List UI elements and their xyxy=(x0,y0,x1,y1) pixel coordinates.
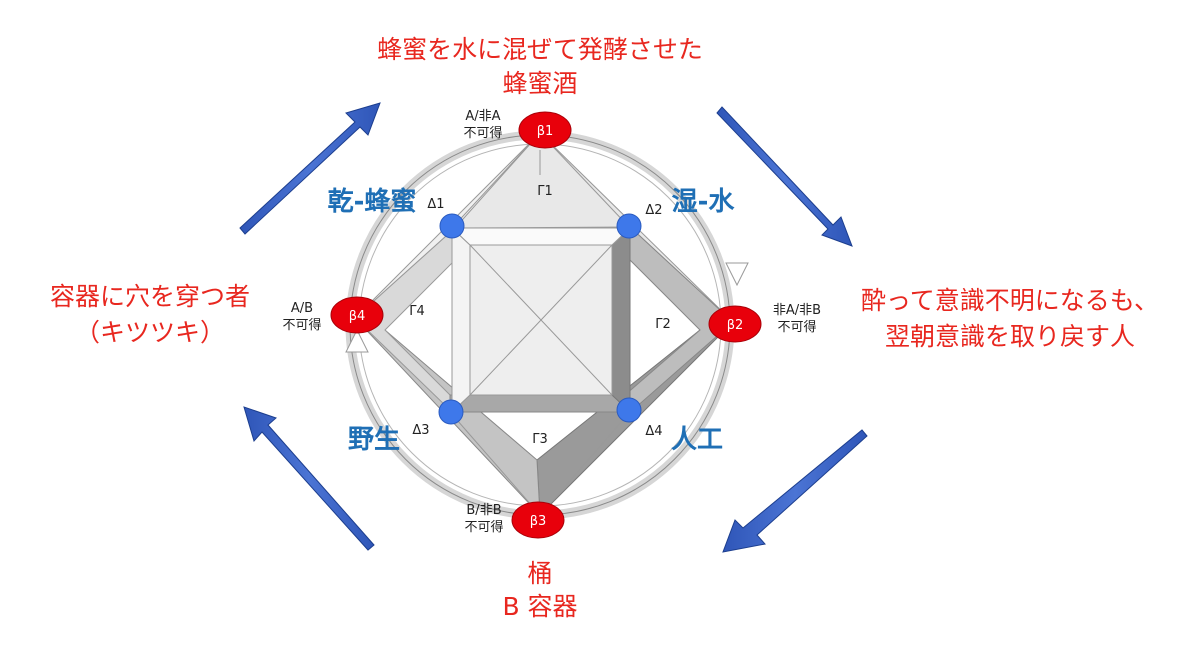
beta1-note-line1: A/非A xyxy=(465,109,500,124)
blue-arrow-bottom-right xyxy=(722,429,868,553)
beta1-label: β1 xyxy=(537,124,554,139)
gamma4-label: Γ4 xyxy=(409,304,425,319)
beta3-node: β3 xyxy=(511,501,565,539)
blue-arrow-bottom-left xyxy=(243,406,375,551)
caption-bottom-line2: B 容器 xyxy=(502,592,577,621)
beta3-note-line2: 不可得 xyxy=(464,519,503,535)
delta3-label: Δ3 xyxy=(412,423,429,438)
delta2-node xyxy=(616,213,642,239)
corner-label-artificial: 人工 xyxy=(671,425,723,455)
delta2-label: Δ2 xyxy=(645,203,662,218)
beta2-node: β2 xyxy=(708,305,762,343)
delta1-label: Δ1 xyxy=(427,197,444,212)
blue-arrow-top-right xyxy=(716,106,853,247)
caption-left-line2: （キツツキ） xyxy=(75,318,225,347)
beta3-note-line1: B/非B xyxy=(466,503,501,518)
delta4-node xyxy=(616,397,642,423)
caption-bottom-line1: 桶 xyxy=(527,559,552,588)
delta4-label: Δ4 xyxy=(645,424,662,439)
gamma2-label: Γ2 xyxy=(655,317,671,332)
caption-right-line2: 翌朝意識を取り戻す人 xyxy=(885,322,1135,351)
delta1-node xyxy=(439,213,465,239)
caption-right-line1: 酔って意識不明になるも、 xyxy=(861,286,1159,315)
caption-left-line1: 容器に穴を穿つ者 xyxy=(50,282,250,311)
corner-label-wet-water: 湿-水 xyxy=(672,187,736,217)
beta4-note-line1: A/B xyxy=(291,301,313,316)
beta3-label: β3 xyxy=(530,514,547,529)
blue-arrow-top-left xyxy=(239,102,381,235)
corner-label-dry-honey: 乾-蜂蜜 xyxy=(328,186,417,217)
beta1-node: β1 xyxy=(518,111,572,149)
beta2-note-line2: 不可得 xyxy=(777,319,816,335)
beta4-label: β4 xyxy=(349,309,366,324)
delta3-node xyxy=(438,399,464,425)
caption-top-line2: 蜂蜜酒 xyxy=(502,69,577,98)
beta2-label: β2 xyxy=(727,318,744,333)
caption-top-line1: 蜂蜜を水に混ぜて発酵させた xyxy=(377,35,703,64)
beta1-note-line2: 不可得 xyxy=(463,125,502,141)
beta2-note-line1: 非A/非B xyxy=(773,303,821,318)
gamma3-label: Γ3 xyxy=(532,432,548,447)
beta4-node: β4 xyxy=(330,296,384,334)
corner-label-wild: 野生 xyxy=(348,425,400,455)
circle-flow-arrows xyxy=(345,262,749,353)
beta4-note-line2: 不可得 xyxy=(282,317,321,333)
diamond-shape xyxy=(354,132,735,517)
gamma1-label: Γ1 xyxy=(537,184,553,199)
